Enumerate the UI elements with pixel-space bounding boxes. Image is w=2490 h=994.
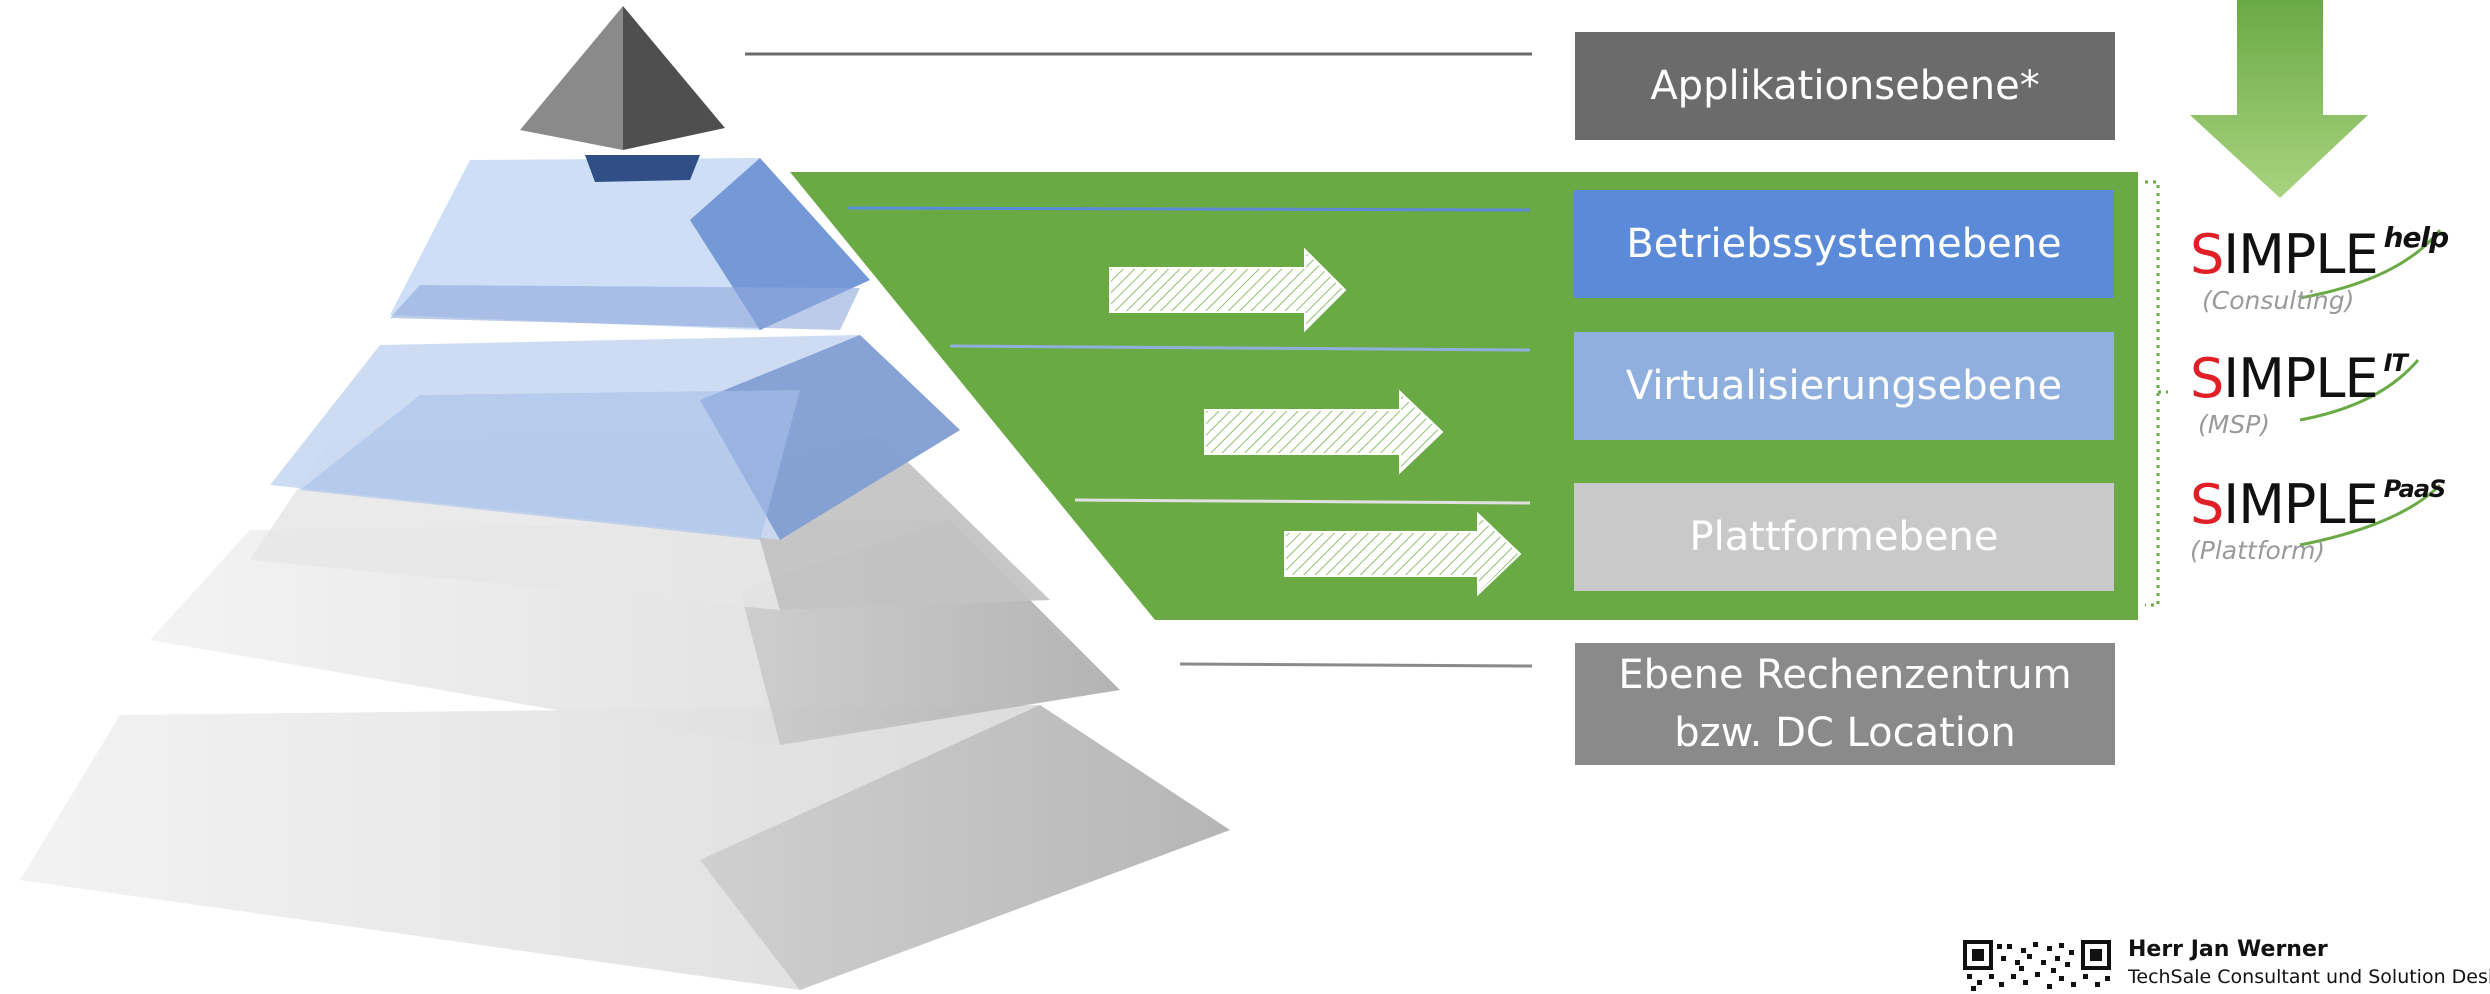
right-arrow-icon: [1109, 247, 1347, 333]
presenter-name: Herr Jan Werner: [2128, 937, 2328, 962]
pyramid-apex: [520, 6, 725, 150]
datacenter-layer-box: Ebene Rechenzentrum bzw. DC Location: [1575, 643, 2115, 765]
brand-swoosh: [2299, 229, 2442, 300]
pyramid-os-tier: [390, 155, 870, 330]
qr-code-icon: [1963, 940, 2111, 991]
virtualization-layer-label: Virtualisierungsebene: [1625, 363, 2063, 409]
brand-swoosh: [2299, 483, 2442, 547]
brand-subtitle: (Consulting): [2202, 286, 2355, 315]
os-layer-box: Betriebssystemebene: [1574, 190, 2114, 298]
right-arrow-icon: [1204, 389, 1444, 475]
right-arrow-icon: [1284, 511, 1522, 597]
virtualization-layer-box: Virtualisierungsebene: [1574, 332, 2114, 440]
datacenter-layer-label-line1: Ebene Rechenzentrum: [1618, 652, 2072, 698]
brand-swoosh: [2299, 359, 2420, 422]
application-layer-box: Applikationsebene*: [1575, 32, 2115, 140]
brand-subtitle: (MSP): [2198, 410, 2271, 439]
pyramid-virtualization-tier: [270, 335, 960, 540]
application-layer-label: Applikationsebene*: [1650, 63, 2040, 109]
os-layer-label: Betriebssystemebene: [1626, 221, 2062, 267]
brand-subtitle: (Plattform): [2190, 536, 2326, 565]
platform-layer-label: Plattformebene: [1689, 514, 1999, 560]
pyramid-base-tier: [20, 705, 1230, 990]
presenter-role: TechSale Consultant und Solution Designe: [2128, 966, 2490, 988]
platform-layer-box: Plattformebene: [1574, 483, 2114, 591]
datacenter-layer-label-line2: bzw. DC Location: [1674, 710, 2016, 756]
bracket: [2145, 180, 2168, 607]
down-arrow-icon: [2190, 0, 2368, 198]
